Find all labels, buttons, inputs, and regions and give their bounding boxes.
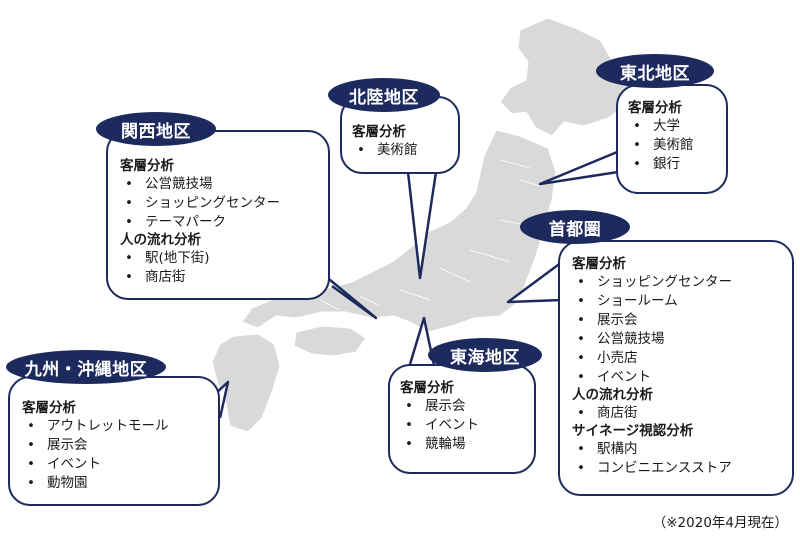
list-item: 公営競技場: [120, 175, 280, 194]
list-item: 展示会: [22, 436, 169, 455]
list-item: イベント: [22, 455, 169, 474]
tokai-title: 東海地区: [450, 347, 520, 368]
tokai-section-heading: 客層分析: [400, 380, 454, 396]
hokuriku-title: 北陸地区: [349, 87, 419, 108]
list-item: 大学: [628, 117, 694, 136]
kansai-section-heading: 人の流れ分析: [120, 232, 201, 248]
list-item: イベント: [400, 416, 479, 435]
hokuriku-tag: 北陸地区: [328, 78, 440, 112]
shutoken-section-heading: 人の流れ分析: [572, 387, 653, 403]
list-item: 商店街: [120, 268, 280, 287]
list-item: 動物園: [22, 474, 169, 493]
list-item: 競輪場: [400, 435, 479, 454]
list-item: ショールーム: [572, 292, 732, 311]
tohoku-section-heading: 客層分析: [628, 100, 682, 116]
kyushu-callout: 客層分析 アウトレットモール 展示会 イベント 動物園: [8, 376, 220, 506]
shutoken-section-heading: 客層分析: [572, 256, 626, 272]
hokuriku-section-heading: 客層分析: [352, 124, 406, 140]
kyushu-tag: 九州・沖縄地区: [6, 350, 166, 384]
list-item: ショッピングセンター: [120, 194, 280, 213]
list-item: 展示会: [572, 311, 732, 330]
list-item: イベント: [572, 368, 732, 387]
list-item: 美術館: [628, 136, 694, 155]
kyushu-section-heading: 客層分析: [22, 400, 76, 416]
tohoku-title: 東北地区: [620, 63, 690, 84]
tokai-callout: 客層分析 展示会 イベント 競輪場: [388, 364, 536, 474]
kansai-section-heading: 客層分析: [120, 158, 174, 174]
kyushu-title: 九州・沖縄地区: [24, 359, 148, 380]
shutoken-pointer: [506, 260, 563, 304]
kansai-tag: 関西地区: [96, 112, 216, 146]
list-item: コンビニエンスストア: [572, 459, 732, 478]
list-item: アウトレットモール: [22, 417, 169, 436]
list-item: 駅(地下街): [120, 249, 280, 268]
tohoku-pointer: [538, 148, 623, 186]
list-item: ショッピングセンター: [572, 273, 732, 292]
tohoku-callout: 客層分析 大学 美術館 銀行: [616, 84, 728, 194]
kansai-title: 関西地区: [121, 121, 191, 142]
shutoken-title: 首都圏: [548, 219, 602, 240]
kansai-callout: 客層分析 公営競技場 ショッピングセンター テーマパーク 人の流れ分析 駅(地下…: [106, 130, 330, 300]
shutoken-callout: 客層分析 ショッピングセンター ショールーム 展示会 公営競技場 小売店 イベン…: [558, 240, 794, 496]
list-item: 駅構内: [572, 440, 732, 459]
list-item: 美術館: [352, 141, 418, 160]
list-item: 商店街: [572, 404, 732, 423]
list-item: 銀行: [628, 155, 694, 174]
shikoku-shape: [293, 325, 367, 357]
shutoken-tag: 首都圏: [520, 210, 630, 244]
footnote: （※2020年4月現在）: [652, 515, 788, 531]
list-item: 小売店: [572, 349, 732, 368]
kansai-pointer: [317, 269, 378, 320]
shutoken-section-heading: サイネージ視認分析: [572, 423, 694, 439]
list-item: テーマパーク: [120, 213, 280, 232]
hokuriku-pointer: [406, 171, 438, 280]
tokai-tag: 東海地区: [428, 338, 542, 372]
hokkaido-shape: [499, 17, 667, 137]
list-item: 公営競技場: [572, 330, 732, 349]
kyushu-shape: [211, 333, 281, 433]
tohoku-tag: 東北地区: [596, 54, 714, 88]
list-item: 展示会: [400, 397, 479, 416]
